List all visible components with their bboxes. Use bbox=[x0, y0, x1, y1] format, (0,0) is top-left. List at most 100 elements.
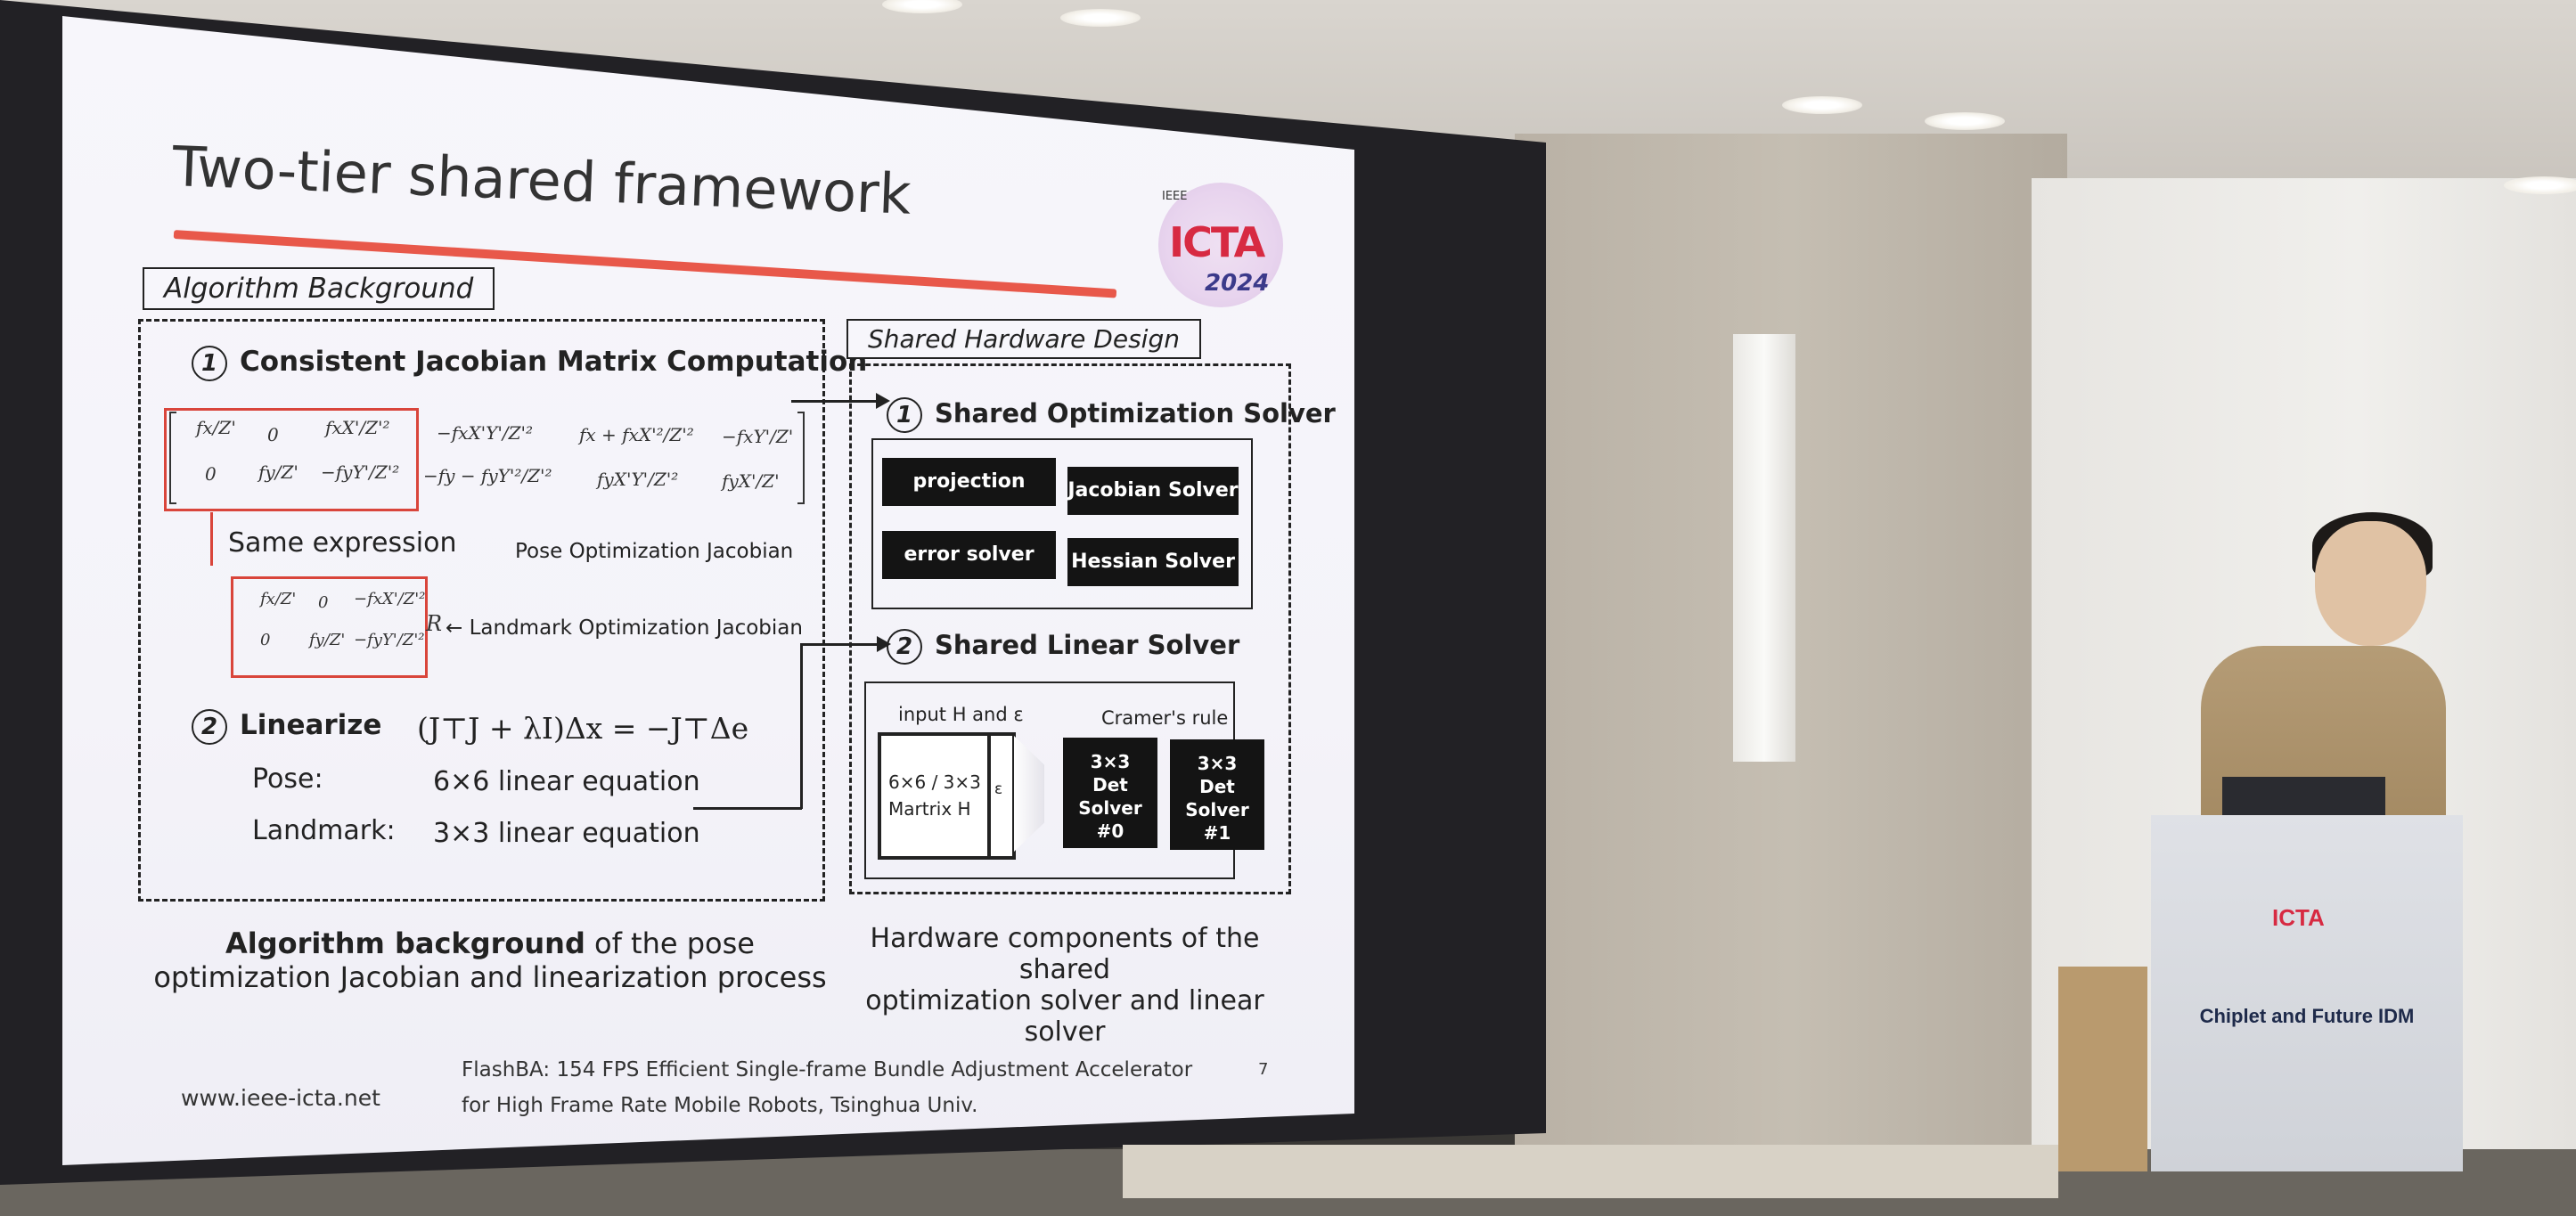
logo-ieee: IEEE bbox=[1162, 190, 1188, 203]
arrow-line bbox=[800, 643, 880, 646]
landmark-jacobian-matrix: fx/Z' 0 −fxX'/Z'² 0 fy/Z' −fyY'/Z'² bbox=[242, 584, 425, 669]
caption-left-bold: Algorithm background bbox=[225, 926, 585, 960]
caption-left-line2: optimization Jacobian and linearization … bbox=[153, 960, 827, 994]
matrix-name-label: Martrix H bbox=[888, 798, 971, 820]
shared-linear-heading: 2 Shared Linear Solver bbox=[887, 629, 1239, 665]
pose-jacobian-matrix: fx/Z' 0 fxX'/Z'² −fxX'Y'/Z'² fx + fxX'²/… bbox=[169, 412, 811, 510]
side-table bbox=[2058, 967, 2147, 1171]
presentation-slide bbox=[62, 16, 1354, 1165]
shared-linear-title: Shared Linear Solver bbox=[935, 630, 1240, 660]
matrix-bracket-right bbox=[797, 412, 805, 504]
optimization-solver-box bbox=[871, 438, 1253, 609]
caption-right: Hardware components of the shared optimi… bbox=[833, 923, 1296, 1048]
number-one-icon: 1 bbox=[887, 397, 922, 433]
matrix-cell: fy/Z' bbox=[309, 631, 346, 649]
speaker-head bbox=[2315, 521, 2426, 646]
consistent-jacobian-title: Consistent Jacobian Matrix Computation bbox=[240, 346, 868, 378]
algorithm-background-label: Algorithm Background bbox=[143, 267, 495, 310]
matrix-cell: −fxX'/Z'² bbox=[354, 590, 426, 608]
footer-url: www.ieee-icta.net bbox=[181, 1085, 380, 1111]
matrix-h-block: 6×6 / 3×3 Martrix H bbox=[878, 732, 996, 860]
det1-id: #1 bbox=[1203, 822, 1231, 844]
consistent-jacobian-heading: 1 Consistent Jacobian Matrix Computation bbox=[192, 346, 867, 381]
matrix-cell: fx + fxX'²/Z'² bbox=[579, 424, 694, 445]
landmark-value: 3×3 linear equation bbox=[433, 818, 700, 849]
landmark-jacobian-text: Landmark Optimization Jacobian bbox=[469, 616, 803, 640]
number-two-icon: 2 bbox=[887, 629, 922, 665]
det-solver-0-block: 3×3 Det Solver #0 bbox=[1063, 738, 1157, 848]
det0-id: #0 bbox=[1096, 820, 1124, 842]
podium-logo: ICTA bbox=[2272, 904, 2325, 931]
matrix-cell: fyX'Y'/Z'² bbox=[597, 469, 679, 490]
arrow-head-icon bbox=[876, 393, 890, 409]
page-number: 7 bbox=[1258, 1060, 1269, 1079]
shared-hardware-label: Shared Hardware Design bbox=[846, 319, 1201, 359]
epsilon-label: ε bbox=[994, 780, 1003, 798]
hessian-solver-block: Hessian Solver bbox=[1067, 538, 1239, 586]
epsilon-block: ε bbox=[987, 732, 1016, 860]
matrix-cell: −fyY'/Z'² bbox=[354, 631, 425, 649]
matrix-size-label: 6×6 / 3×3 bbox=[888, 771, 981, 793]
icta-logo: IEEE ICTA 2024 bbox=[1158, 183, 1283, 307]
highlight-box-bottom bbox=[231, 576, 428, 678]
matrix-cell: −fxY'/Z' bbox=[722, 426, 794, 447]
matrix-cell: fy/Z' bbox=[258, 461, 298, 483]
shared-optimization-title: Shared Optimization Solver bbox=[935, 398, 1336, 428]
arrow-line bbox=[800, 643, 803, 809]
ceiling-light bbox=[1925, 112, 2005, 130]
landmark-label: Landmark: bbox=[252, 815, 396, 846]
logo-year: 2024 bbox=[1205, 270, 1270, 297]
linearize-heading: 2 Linearize bbox=[192, 709, 381, 745]
projection-block: projection bbox=[882, 458, 1056, 506]
jacobian-solver-block: Jacobian Solver bbox=[1067, 467, 1239, 515]
matrix-cell: −fy − fyY'²/Z'² bbox=[423, 465, 552, 486]
linearize-equation: (J⊤J + λI)Δx = −J⊤Δe bbox=[417, 711, 749, 746]
number-one-icon: 1 bbox=[192, 346, 227, 381]
desk bbox=[1123, 1145, 2058, 1198]
logo-name: ICTA bbox=[1169, 218, 1265, 266]
algorithm-background-box bbox=[138, 319, 825, 902]
ceiling-light bbox=[882, 0, 962, 13]
matrix-cell: −fxX'Y'/Z'² bbox=[437, 422, 534, 444]
matrix-cell: 0 bbox=[318, 593, 329, 612]
same-expression-arrow bbox=[210, 512, 213, 566]
podium bbox=[2151, 815, 2463, 1171]
footer-paper-line1: FlashBA: 154 FPS Efficient Single-frame … bbox=[462, 1058, 1193, 1081]
ceiling-light bbox=[1782, 96, 1862, 114]
laptop bbox=[2222, 777, 2385, 817]
det0-name: Det Solver bbox=[1078, 774, 1142, 819]
caption-left-rest: of the pose bbox=[585, 926, 755, 960]
caption-right-line1: Hardware components of the shared bbox=[870, 923, 1260, 985]
det0-size: 3×3 bbox=[1090, 751, 1131, 772]
pose-optimization-jacobian-label: Pose Optimization Jacobian bbox=[515, 540, 794, 563]
input-h-label: input H and ε bbox=[898, 704, 1024, 725]
matrix-cell: fx/Z' bbox=[196, 417, 236, 438]
same-expression-label: Same expression bbox=[228, 527, 457, 559]
det1-name: Det Solver bbox=[1185, 776, 1249, 820]
arrow-line bbox=[693, 807, 802, 810]
linearize-title: Linearize bbox=[240, 709, 382, 741]
caption-right-line2: optimization solver and linear solver bbox=[865, 985, 1264, 1048]
caption-left: Algorithm background of the pose optimiz… bbox=[151, 926, 829, 994]
det-solver-1-block: 3×3 Det Solver #1 bbox=[1170, 739, 1264, 850]
matrix-cell: −fyY'/Z'² bbox=[321, 461, 400, 483]
rotation-r-label: R bbox=[426, 611, 443, 636]
matrix-cell: 0 bbox=[205, 463, 217, 485]
ceiling-light bbox=[1060, 9, 1141, 27]
arrow-line bbox=[791, 400, 880, 403]
wall-speaker bbox=[1733, 334, 1795, 762]
cramers-rule-label: Cramer's rule bbox=[1101, 707, 1229, 729]
det1-size: 3×3 bbox=[1197, 753, 1238, 774]
landmark-optimization-jacobian-label: ← Landmark Optimization Jacobian bbox=[446, 616, 803, 640]
pose-value: 6×6 linear equation bbox=[433, 766, 700, 797]
number-two-icon: 2 bbox=[192, 709, 227, 745]
matrix-cell: 0 bbox=[267, 424, 279, 445]
shared-optimization-heading: 1 Shared Optimization Solver bbox=[887, 397, 1336, 433]
error-solver-block: error solver bbox=[882, 531, 1056, 579]
ceiling-light bbox=[2504, 176, 2576, 194]
footer-paper-line2: for High Frame Rate Mobile Robots, Tsing… bbox=[462, 1094, 978, 1117]
podium-event-title: Chiplet and Future IDM bbox=[2199, 1005, 2415, 1027]
matrix-cell: fyX'/Z' bbox=[722, 470, 780, 492]
highlight-box-top bbox=[164, 408, 419, 511]
matrix-bracket-left bbox=[169, 412, 176, 504]
